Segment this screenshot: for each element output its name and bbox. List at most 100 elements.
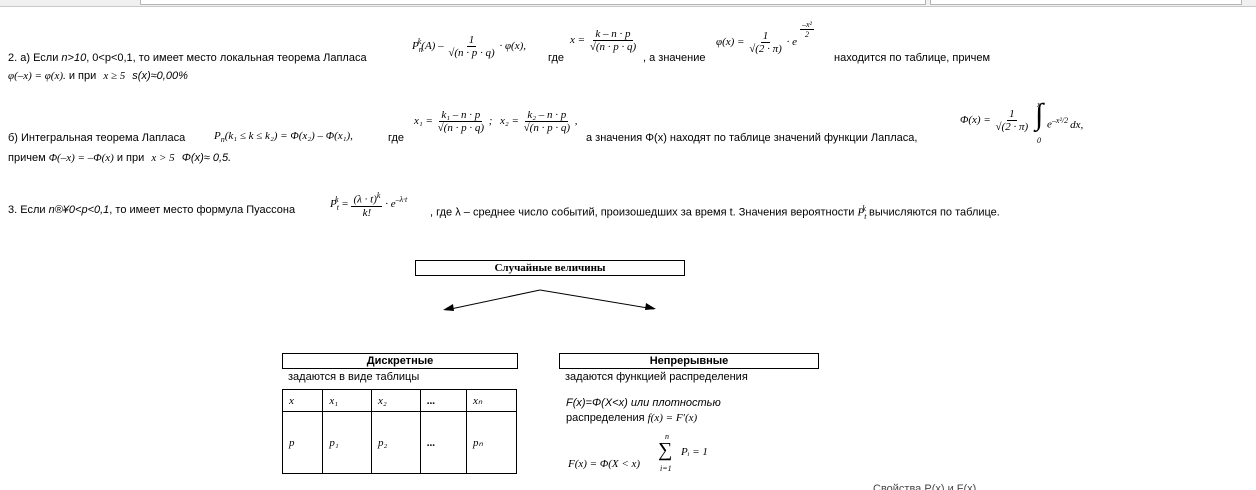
values-text: а значения Φ(x) находят по таблице значе… <box>586 132 918 144</box>
table-cell: ... <box>419 411 468 474</box>
density-line: распределения f(x) = F′(x) <box>566 412 697 424</box>
x1-den: √(n · p · q) <box>437 122 485 134</box>
continuous-sub: задаются функцией распределения <box>565 371 748 383</box>
item2b-line2: причем Φ(–x) = –Φ(x) и при x > 5 Φ(x)≈ 0… <box>8 152 231 164</box>
int-exp: –x²/2 <box>1051 116 1069 125</box>
item3-label: 3. Если <box>8 204 49 216</box>
phi-exp-den: 2 <box>804 30 809 39</box>
Phi-odd: Φ(–x) = –Φ(x) <box>48 152 114 164</box>
formula-P-sub: n <box>418 45 423 55</box>
x2-formula: x₂ = k₂ – n · p√(n · p · q) , <box>500 109 578 134</box>
x-num: k – n · p <box>593 28 633 41</box>
phi-fraction: 1√(2 · π) <box>747 30 784 55</box>
phi-num: 1 <box>760 30 771 43</box>
distribution-table: x x₁ x₂ ... xₙ p p₁ p₂ ... pₙ <box>281 389 517 474</box>
item2a-label: 2. а) Если <box>8 52 62 64</box>
phi-exp-num: –x² <box>800 20 814 30</box>
int-upper: x <box>1037 100 1041 109</box>
phi-exp-base: · e <box>786 36 797 49</box>
table-cell: xₙ <box>466 389 517 412</box>
table-cell: x₁ <box>322 389 373 412</box>
int-lower: 0 <box>1037 136 1041 145</box>
item2b-label: б) Интегральная теорема Лапласа <box>8 132 186 144</box>
item3-cond2: 0<p<0,1 <box>68 204 110 216</box>
line2b-cond: x > 5 <box>151 152 175 164</box>
line2b-val: Φ(x)≈ 0,5. <box>181 152 232 164</box>
Phi-formula: Φ(x) = 1√(2 · π) <box>960 108 1030 133</box>
phi-symmetry: φ(–x) = φ(x). <box>8 70 66 82</box>
discrete-box: Дискретные <box>282 353 518 369</box>
poisson-den: k! <box>362 206 372 219</box>
phi-formula: φ(x) = 1√(2 · π) · e <box>716 30 797 55</box>
poisson-P-sub: t <box>336 203 339 213</box>
cdf-formula: F(x) = Φ(X < x) <box>568 458 641 470</box>
table-cell: ... <box>419 389 468 412</box>
formula-arg-2b: (k₁ ≤ k ≤ k₂) = Φ(x₂) – Φ(x₁), <box>224 130 353 142</box>
poisson-eq: = <box>341 197 349 210</box>
P-sub: n <box>220 135 225 145</box>
item3-P2-sub: t <box>864 211 867 221</box>
where-label-2b: где <box>388 132 405 144</box>
x-formula: x = k – n · p√(n · p · q) <box>570 28 638 53</box>
table-row-p: p p₁ p₂ ... pₙ <box>281 411 517 474</box>
table-cell: p₂ <box>371 411 421 474</box>
x2-eq: x₂ = <box>500 115 519 128</box>
root-box: Случайные величины <box>415 260 685 276</box>
sum-sign: ∑ <box>658 439 673 461</box>
item3-line: 3. Если n®¥0<p<0,1, то имеет место форму… <box>8 204 295 216</box>
arrowhead-left <box>443 304 454 311</box>
Phi-frac: 1√(2 · π) <box>994 108 1031 133</box>
item3-cond: n <box>48 204 55 216</box>
sum-body: Pᵢ = 1 <box>681 446 708 458</box>
item2a-cond2: , 0<p<0,1, то имеет место локальная теор… <box>86 52 367 64</box>
x-den: √(n · p · q) <box>589 41 637 53</box>
continuous-box: Непрерывные <box>559 353 819 369</box>
x2-num: k₂ – n · p <box>525 109 569 122</box>
search-field[interactable] <box>930 0 1242 5</box>
table-cell: x <box>281 389 324 412</box>
poisson-num-wrap: (λ · t)k <box>351 190 383 207</box>
x2-den: √(n · p · q) <box>523 122 571 134</box>
item2a-tail: находится по таблице, причем <box>834 52 991 64</box>
sep: ; <box>488 115 493 128</box>
item3-tail-line: , где λ – среднее число событий, произош… <box>430 204 1000 221</box>
and-value-text: , а значение <box>643 52 706 64</box>
cdf-line: F(x)=Φ(X<x) или плотностью <box>566 397 721 409</box>
Phi-eq: Φ(x) = <box>960 114 991 127</box>
fraction-den: √(n · p · q) <box>448 47 495 59</box>
x1-frac: k₁ – n · p√(n · p · q) <box>436 109 486 134</box>
line2b-mid: и при <box>113 152 148 164</box>
item3-P2: P <box>857 206 865 219</box>
x1-num: k₁ – n · p <box>439 109 483 122</box>
sum-upper: n <box>665 432 669 441</box>
line2-val: s(x)≈0,00% <box>132 70 188 82</box>
address-field[interactable] <box>140 0 926 5</box>
poisson-num: (λ · t) <box>353 193 377 206</box>
formula-tail: · φ(x), <box>499 40 527 53</box>
where-label: где <box>548 52 565 64</box>
fraction-num: 1 <box>466 34 477 47</box>
poisson-exp: · e <box>385 197 396 210</box>
formula-P-sup: k <box>417 37 422 47</box>
phi-eq: φ(x) = <box>716 36 745 49</box>
x-eq: x = <box>570 34 586 47</box>
poisson-exp-sup: –λ·t <box>395 195 408 205</box>
int-dx: dx, <box>1070 118 1084 131</box>
table-cell: p <box>281 411 324 474</box>
table-cell: p₁ <box>322 411 373 474</box>
item3-tail: , где λ – среднее число событий, произош… <box>430 206 858 219</box>
arrowhead-right <box>645 303 656 310</box>
density-text: распределения <box>566 412 648 424</box>
formula-P: P <box>412 40 419 53</box>
int-e: e <box>1047 118 1052 131</box>
x1-eq: x₁ = <box>414 115 433 128</box>
line2b-text: причем <box>8 152 49 164</box>
x2-frac: k₂ – n · p√(n · p · q) <box>522 109 572 134</box>
item2a-cond: n>10 <box>61 52 87 64</box>
arrow-right <box>539 289 655 310</box>
poisson-num-sup: k <box>376 191 381 200</box>
